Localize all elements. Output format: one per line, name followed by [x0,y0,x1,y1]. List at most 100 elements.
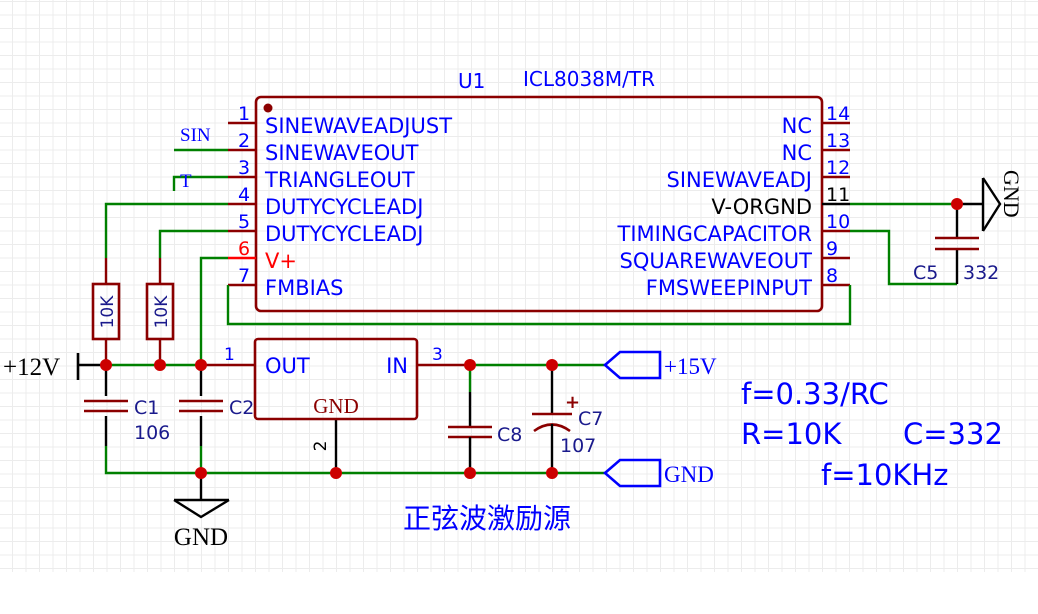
pin-7-number: 7 [238,265,250,287]
port-15v-label: +15V [664,354,717,379]
wire-triangle [172,175,228,191]
junction [464,359,476,371]
rail-12v: +12V 1 [3,345,256,381]
reg-pin-in-number: 3 [432,345,443,365]
wire-vplus [199,256,228,365]
capacitor-c8[interactable]: C8 [448,365,522,473]
gnd-right-triangle [981,177,1002,232]
reg-pin-out-number: 1 [224,345,235,365]
junctions [100,359,558,479]
capacitor-c5[interactable]: C5 332 [913,236,999,284]
pin-6-number: 6 [238,238,250,260]
gnd-symbol-bottom: GND [173,498,230,551]
junction [464,467,476,479]
pin-12-name: SINEWAVEADJ [666,168,812,192]
wire-fmbias-fmsweep [226,285,852,326]
reg-out-label: OUT [265,354,310,378]
u1-wiring: SIN T [104,125,983,365]
note-resistance: R=10K [741,417,842,451]
pin-9-number: 9 [826,238,838,260]
port-15v-flag [603,350,662,380]
pin-10-name: TIMINGCAPACITOR [617,222,812,246]
pin-11-name: V-ORGND [711,195,812,219]
c7-polarity: + [565,392,580,413]
u1-designator: U1 [458,69,485,93]
net-port-15v[interactable]: +15V [603,350,717,380]
pin-8-name: FMSWEEPINPUT [646,276,812,300]
capacitor-c2[interactable]: C2 [179,365,254,446]
wire-pin5-r2 [158,229,228,258]
pin-13-number: 13 [826,130,850,152]
pin-6-name: V+ [265,249,297,273]
gnd-bottom-triangle [173,498,230,519]
rail-gnd: 2 [104,419,605,500]
pin-4-number: 4 [238,184,250,206]
pin-4-name: DUTYCYCLEADJ [265,195,423,219]
pin-1-number: 1 [238,103,250,125]
note-formula: f=0.33/RC [741,377,889,411]
pin-5-number: 5 [238,211,250,233]
pin-2-name: SINEWAVEOUT [265,141,419,165]
pin-5-name: DUTYCYCLEADJ [265,222,423,246]
pin-3-number: 3 [238,157,250,179]
junction [195,467,207,479]
u1-component[interactable]: U1 ICL8038M/TR 1 2 3 4 5 6 7 SINEWAVEADJ… [228,67,850,313]
pin-13-name: NC [782,141,812,165]
voltage-regulator[interactable]: OUT IN GND [253,337,419,421]
reg-in-label: IN [386,354,408,378]
pin-12-number: 12 [826,157,850,179]
junction-c5-gnd [951,198,963,210]
design-notes: f=0.33/RC R=10K C=332 f=10KHz 正弦波激励源 [403,377,1003,535]
gnd-symbol-right: GND [981,170,1024,232]
pin-1-name: SINEWAVEADJUST [265,114,452,138]
pin-14-number: 14 [826,103,850,125]
pin-3-name: TRIANGLEOUT [264,168,415,192]
junction [330,467,342,479]
junction [546,359,558,371]
pin-8-number: 8 [826,265,838,287]
regulator-body [253,337,419,421]
net-label-12v: +12V [3,354,60,381]
u1-part-number: ICL8038M/TR [523,67,655,91]
wire-gnd-rail [104,446,605,475]
reg-pin-gnd-number: 2 [311,441,331,452]
c8-designator: C8 [497,424,522,446]
net-label-sin: SIN [180,125,211,146]
resistor-r1[interactable]: 10K [91,282,121,365]
net-label-t: T [180,171,192,192]
schematic-title: 正弦波激励源 [403,502,571,535]
gnd-bottom-label: GND [174,524,228,551]
resistor-r2[interactable]: 10K [145,282,175,365]
rail-15v: 3 [417,345,605,367]
port-gnd-flag [603,458,662,488]
c5-value: 332 [963,262,999,284]
pin-10-number: 10 [826,211,850,233]
c2-designator: C2 [229,397,254,419]
pin-7-name: FMBIAS [265,276,344,300]
c1-designator: C1 [134,397,159,419]
c1-value: 106 [134,422,170,444]
c7-value: 107 [560,435,596,457]
pin-14-name: NC [782,114,812,138]
capacitor-c7[interactable]: + C7 107 [532,365,603,473]
note-capacitance: C=332 [903,417,1003,451]
junction [100,359,112,371]
r2-value: 10K [152,295,172,329]
port-gnd-label: GND [664,462,714,487]
pin-11-number: 11 [826,184,850,206]
pin-9-name: SQUAREWAVEOUT [620,249,813,273]
junction [154,359,166,371]
junction [546,467,558,479]
net-port-gnd[interactable]: GND [603,458,714,488]
capacitor-c1[interactable]: C1 106 [84,365,170,446]
wire-pin4-r1 [104,202,228,258]
c5-designator: C5 [913,262,938,284]
gnd-right-label: GND [999,170,1024,218]
r1-value: 10K [98,295,118,329]
wire-pin10-c5 [850,229,957,286]
note-frequency: f=10KHz [821,458,948,492]
junction [195,359,207,371]
pin1-marker [263,103,273,113]
c7-designator: C7 [578,408,603,430]
